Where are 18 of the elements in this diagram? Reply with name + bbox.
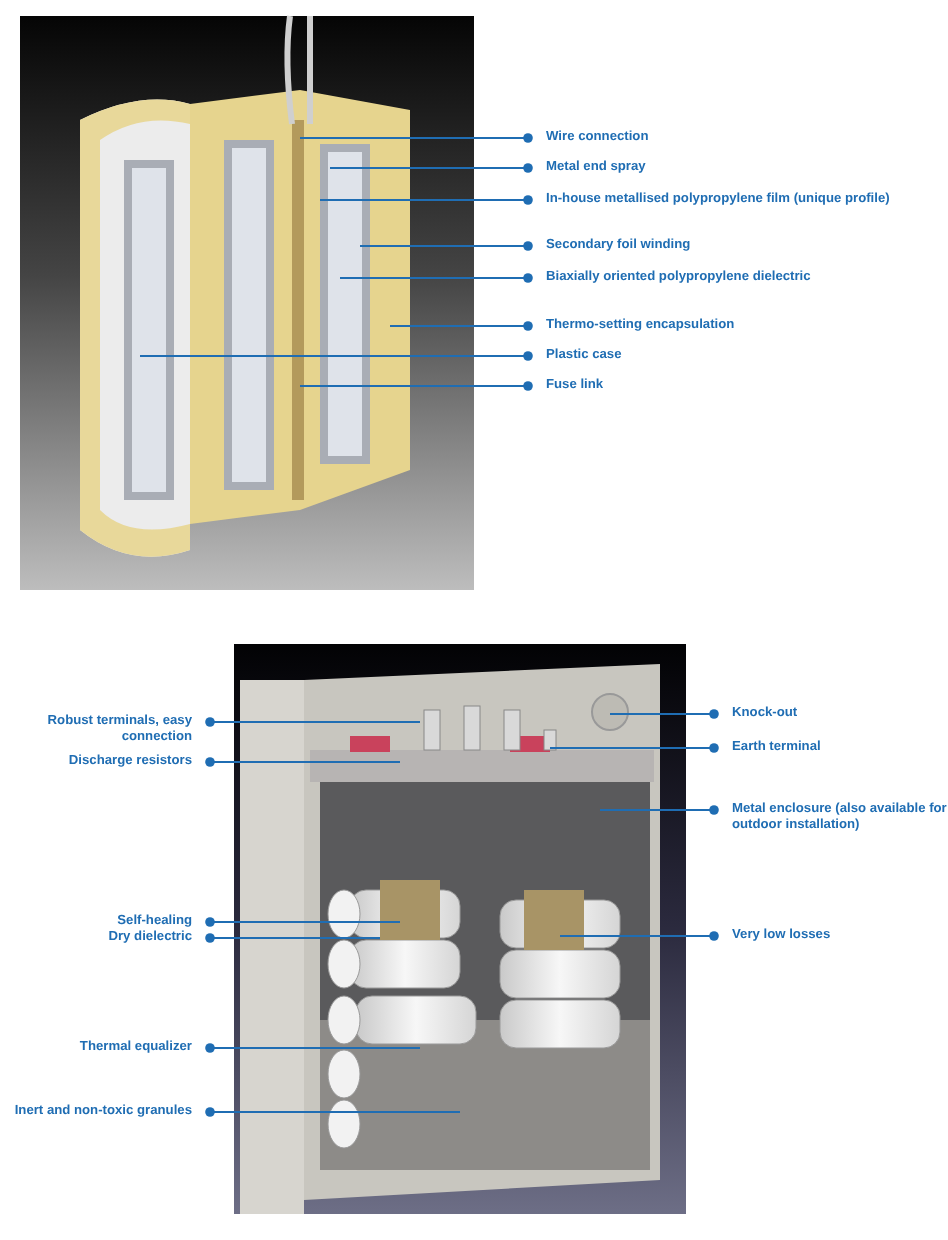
leader-line bbox=[389, 321, 533, 331]
leader-line bbox=[299, 381, 533, 391]
leader-line bbox=[359, 241, 533, 251]
leader-line bbox=[205, 757, 401, 767]
leader-line bbox=[205, 1107, 461, 1117]
leader-line bbox=[319, 195, 533, 205]
leader-line bbox=[609, 709, 719, 719]
leader-line bbox=[329, 163, 533, 173]
leader-line bbox=[549, 743, 719, 753]
leader-line bbox=[205, 717, 421, 727]
leader-line bbox=[299, 133, 533, 143]
leader-line bbox=[205, 933, 381, 943]
leader-line bbox=[205, 1043, 421, 1053]
leader-line bbox=[559, 931, 719, 941]
leader-line bbox=[205, 917, 401, 927]
leader-line bbox=[599, 805, 719, 815]
leader-line bbox=[339, 273, 533, 283]
leader-line bbox=[139, 351, 533, 361]
